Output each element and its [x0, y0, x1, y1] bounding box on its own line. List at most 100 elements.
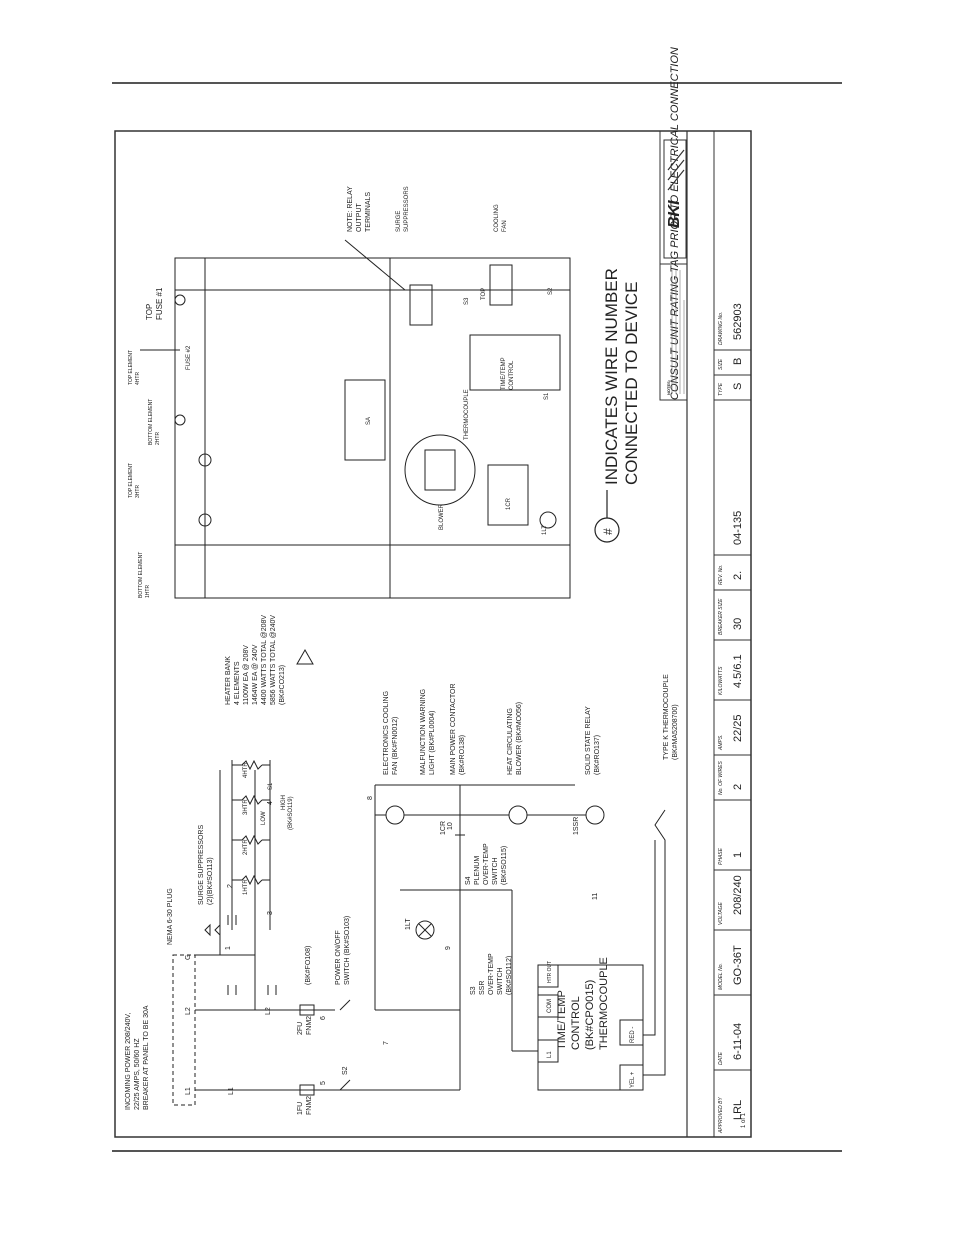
wire-number-label: 6 [320, 1016, 327, 1020]
bottom-element-2htr-label: 2HTR [155, 432, 161, 445]
relay-note-label: NOTE: RELAY [347, 186, 354, 232]
heater-4htr [241, 759, 263, 771]
layout-s3-label: S3 [464, 297, 470, 305]
layout-blower-label: BLOWER [439, 503, 445, 530]
layout-s1-label: S1 [544, 392, 550, 400]
solid-state-relay-label: SOLID STATE RELAY [585, 706, 592, 775]
incoming-power-label: INCOMING POWER 208/240V, [125, 1013, 132, 1110]
wire-number-label: 11 [592, 893, 599, 900]
fuse-1fu-label: FNM2 [306, 1096, 313, 1115]
oven-panel [174, 257, 571, 599]
layout-surge-label: SUPPRESSORS [404, 186, 410, 232]
contactor-1cr [487, 464, 529, 526]
title-block-value: 2. [732, 571, 744, 580]
time-temp-control-label: TIME/TEMP [556, 990, 568, 1050]
heater-bank-label: 5856 WATTS TOTAL @240V [270, 615, 277, 705]
relay-note-label: TERMINALS [365, 192, 372, 232]
wire-number-label: 4 [267, 801, 274, 805]
s4-label: (BK#SO115) [501, 846, 508, 885]
fuse-2fu-part-label: (BK#FO108) [305, 946, 312, 985]
malfunction-light-label: MALFUNCTION WARNING [420, 689, 427, 775]
title-block-header: TYPE [718, 382, 724, 396]
l1-label: L1 [228, 1087, 235, 1095]
malfunction-lamp [415, 920, 435, 940]
time-temp-control-label: CONTROL [570, 996, 582, 1050]
notes-text [671, 270, 685, 394]
control-terminal-htr: HTR OUT [547, 961, 553, 983]
main-contactor-label: MAIN POWER CONTACTOR [450, 683, 457, 775]
blower-label: HEAT CIRCULATING [507, 708, 514, 775]
l2-label: L2 [265, 1007, 272, 1015]
top-fuse-1-label: FUSE #1 [155, 287, 164, 320]
surge-suppressor-symbol [204, 923, 221, 937]
incoming-power-label: BREAKER AT PANEL TO BE 30A [143, 1005, 150, 1110]
heater-bank-label: 4 ELEMENTS [234, 661, 241, 705]
footer-rule [112, 1150, 842, 1152]
drawing-border [114, 130, 752, 1138]
incoming-power-label: 22/25 AMPS, 50/60 HZ [134, 1038, 141, 1110]
layout-thermocouple-label: THERMOCOUPLE [464, 389, 470, 440]
l2-terminal: L2 [185, 1007, 192, 1015]
title-block-header: MODEL No. [718, 963, 724, 990]
header-rule [112, 82, 842, 84]
legend-line-1: INDICATES WIRE NUMBER [602, 268, 621, 485]
s2-label: S2 [342, 1066, 349, 1075]
title-block-value: 562903 [732, 303, 744, 340]
lamp-1lt-label: 1LT [405, 918, 412, 930]
title-block-value: 22/25 [732, 714, 744, 742]
lamp-1lt [539, 511, 557, 529]
s3-label: SSR [479, 981, 486, 995]
wire-number-label: 1 [225, 946, 232, 950]
surge-suppressor-label: (2)(BK#SO113) [207, 857, 214, 905]
svg-text:BKI: BKI [666, 200, 683, 228]
s3-label: (BK#SO112) [506, 956, 513, 995]
fuse-1fu [299, 1084, 315, 1096]
schematic-labels: INCOMING POWER 208/240V,22/25 AMPS, 50/6… [125, 615, 679, 1115]
control-terminal-com: COM [547, 999, 553, 1013]
heater-bank-label: 4400 WATTS TOTAL @208V [261, 615, 268, 705]
layout-sa-label: SA [366, 417, 372, 425]
layout-1lt-label: 1LT [542, 525, 548, 535]
title-block-value: 2 [732, 784, 744, 790]
contactor-1cr-label: 1CR [440, 821, 447, 835]
ssr-1ssr-label: 1SSR [573, 817, 580, 835]
malfunction-light-label: LIGHT (BK#PL0004) [429, 711, 436, 775]
layout-view [140, 239, 571, 599]
title-block-value: 4.5/6.1 [732, 654, 744, 688]
s3-label: SWITCH [497, 967, 504, 995]
title-block-header: REV. No. [718, 565, 724, 585]
heater-3htr [241, 794, 263, 806]
fuse-2-label: FUSE #2 [186, 345, 192, 370]
surge-suppressor-label: SURGE SUPPRESSORS [198, 825, 205, 905]
layout-top-label: TOP [481, 288, 487, 300]
wire-number-label: 3 [267, 911, 274, 915]
s4-label: SWITCH [492, 857, 499, 885]
title-block-value: S [732, 383, 744, 390]
sheet-count: 1 of 1 [741, 1112, 747, 1128]
layout-control-label: CONTROL [509, 360, 515, 390]
title-block-header: VOLTAGE [718, 901, 724, 925]
cooling-fan-label: FAN (BK#FN0012) [392, 717, 399, 775]
top-element-3htr-label: TOP ELEMENT [128, 463, 134, 498]
s1-label: S1 [268, 782, 274, 790]
wire-number-label: 8 [367, 796, 374, 800]
legend-line-2: CONNECTED TO DEVICE [622, 282, 641, 485]
wire-number-label: 7 [383, 1041, 390, 1045]
schematic [172, 648, 666, 1106]
top-element-4htr-label: 4HTR [135, 372, 141, 385]
control-terminal-l1: L1 [547, 1051, 553, 1058]
cooling-fan-motor [385, 805, 405, 825]
s3-label: OVER-TEMP [488, 953, 495, 995]
wire-number-label: 5 [320, 1081, 327, 1085]
heater-bank-label: HEATER BANK [225, 656, 232, 705]
title-block-header: No. OF WIRES [718, 761, 724, 795]
thermocouple-label: TYPE K THERMOCOUPLE [663, 674, 670, 760]
main-contactor-label: (BK#RO138) [459, 735, 466, 775]
title-block-header: DATE [718, 1051, 724, 1065]
fuse-2fu-label: 2FU [297, 1022, 304, 1035]
l1-terminal: L1 [185, 1087, 192, 1095]
bottom-element-2htr-label: BOTTOM ELEMENT [148, 399, 154, 445]
s4-label: PLENUM [474, 856, 481, 885]
